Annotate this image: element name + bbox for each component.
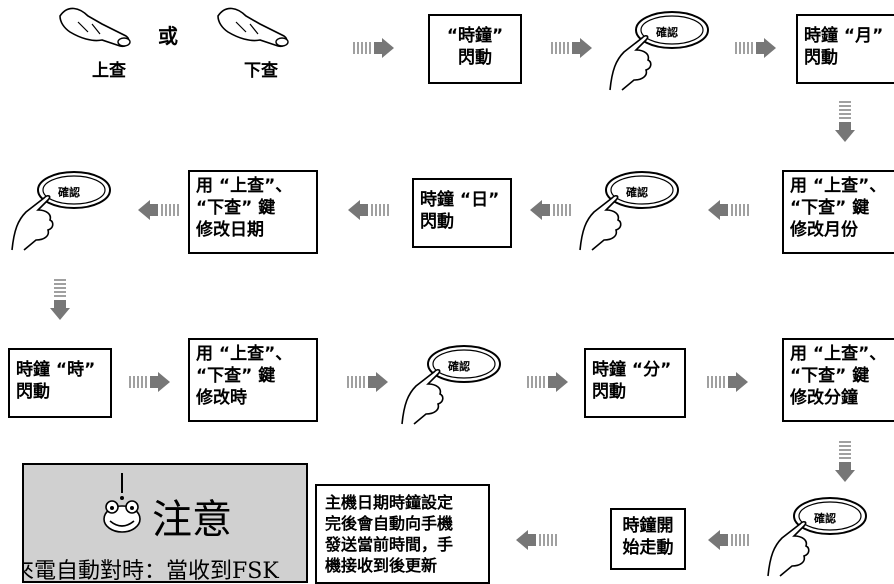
- box-line: “下查” 鍵: [790, 198, 870, 218]
- note-title: 注意: [152, 497, 232, 543]
- frog-mascot-icon: [103, 473, 141, 533]
- note-panel: 注意 來電自動對時：當收到FSK: [22, 463, 308, 583]
- box-line: 閃動: [592, 382, 626, 402]
- arrow-right-icon: [527, 372, 568, 392]
- box-line: 時鐘 “時”: [16, 360, 96, 380]
- edit-day-box: 用 “上查”、 “下查” 鍵 修改日期: [188, 170, 318, 254]
- box-line: 用 “上查”、: [790, 176, 887, 196]
- box-line: 修改日期: [196, 220, 264, 240]
- hand-press-up-icon: [59, 7, 131, 48]
- confirm-button-hand-icon: [11, 171, 111, 251]
- box-line: 修改時: [196, 388, 247, 408]
- arrow-right-icon: [551, 38, 592, 58]
- edit-minute-box: 用 “上查”、 “下查” 鍵 修改分鐘: [782, 338, 894, 422]
- end-line: 機接收到後更新: [325, 556, 438, 575]
- arrow-left-icon: [138, 200, 179, 220]
- minute-flash-box: 時鐘 “分” 閃動: [584, 348, 686, 418]
- box-line: 時鐘 “分”: [592, 360, 672, 380]
- arrow-right-icon: [353, 38, 394, 58]
- confirm-label: 確認: [626, 186, 648, 199]
- end-line: 完後會自動向手機: [325, 514, 454, 533]
- box-line: “時鐘”: [446, 26, 504, 46]
- arrow-down-icon: [835, 441, 855, 482]
- note-body: 來電自動對時：當收到FSK: [22, 559, 279, 583]
- confirm-button-hand-icon: [767, 497, 867, 577]
- confirm-label: 確認: [814, 512, 836, 525]
- end-line: 主機日期時鐘設定: [325, 493, 454, 512]
- arrow-left-icon: [530, 200, 571, 220]
- edit-month-box: 用 “上查”、 “下查” 鍵 修改月份: [782, 170, 894, 254]
- box-line: 修改分鐘: [790, 388, 858, 408]
- confirm-label: 確認: [656, 26, 678, 39]
- arrow-left-icon: [348, 200, 389, 220]
- box-line: “下查” 鍵: [196, 198, 276, 218]
- box-line: 時鐘 “月”: [804, 26, 884, 46]
- box-line: 用 “上查”、: [196, 344, 293, 364]
- hand-press-down-icon: [217, 7, 289, 48]
- edit-hour-box: 用 “上查”、 “下查” 鍵 修改時: [188, 338, 318, 422]
- box-line: “下查” 鍵: [196, 366, 276, 386]
- or-label: 或: [158, 24, 178, 48]
- arrow-left-icon: [708, 200, 749, 220]
- box-line: 閃動: [420, 212, 454, 232]
- box-line: 始走動: [622, 538, 674, 558]
- confirm-label: 確認: [58, 186, 80, 199]
- hour-flash-box: 時鐘 “時” 閃動: [8, 348, 112, 418]
- box-line: 用 “上查”、: [196, 176, 293, 196]
- box-line: 時鐘 “日”: [420, 190, 500, 210]
- clock-start-box: 時鐘開 始走動: [610, 508, 686, 570]
- box-line: 時鐘開: [622, 516, 674, 536]
- arrow-left-icon: [516, 530, 557, 550]
- end-line: 發送當前時間，手: [325, 535, 454, 554]
- confirm-label: 確認: [448, 360, 470, 373]
- arrow-left-icon: [708, 530, 749, 550]
- box-line: 閃動: [16, 382, 50, 402]
- box-line: 用 “上查”、: [790, 344, 887, 364]
- arrow-right-icon: [735, 38, 776, 58]
- day-flash-box: 時鐘 “日” 閃動: [412, 178, 512, 248]
- arrow-right-icon: [707, 372, 748, 392]
- arrow-right-icon: [129, 372, 170, 392]
- arrow-down-icon: [835, 101, 855, 142]
- confirm-button-hand-icon: [401, 345, 501, 425]
- clock-flash-box: “時鐘” 閃動: [428, 14, 522, 84]
- arrow-down-icon: [50, 279, 70, 320]
- down-key-label: 下查: [244, 61, 278, 81]
- confirm-button-hand-icon: [609, 11, 709, 91]
- box-line: 閃動: [458, 48, 492, 68]
- up-key-label: 上查: [92, 61, 126, 81]
- box-line: “下查” 鍵: [790, 366, 870, 386]
- box-line: 修改月份: [790, 220, 858, 240]
- arrow-right-icon: [347, 372, 388, 392]
- box-line: 閃動: [804, 48, 838, 68]
- confirm-button-hand-icon: [579, 171, 679, 251]
- month-flash-box: 時鐘 “月” 閃動: [796, 14, 894, 84]
- end-description-box: 主機日期時鐘設定 完後會自動向手機 發送當前時間，手 機接收到後更新: [315, 484, 490, 584]
